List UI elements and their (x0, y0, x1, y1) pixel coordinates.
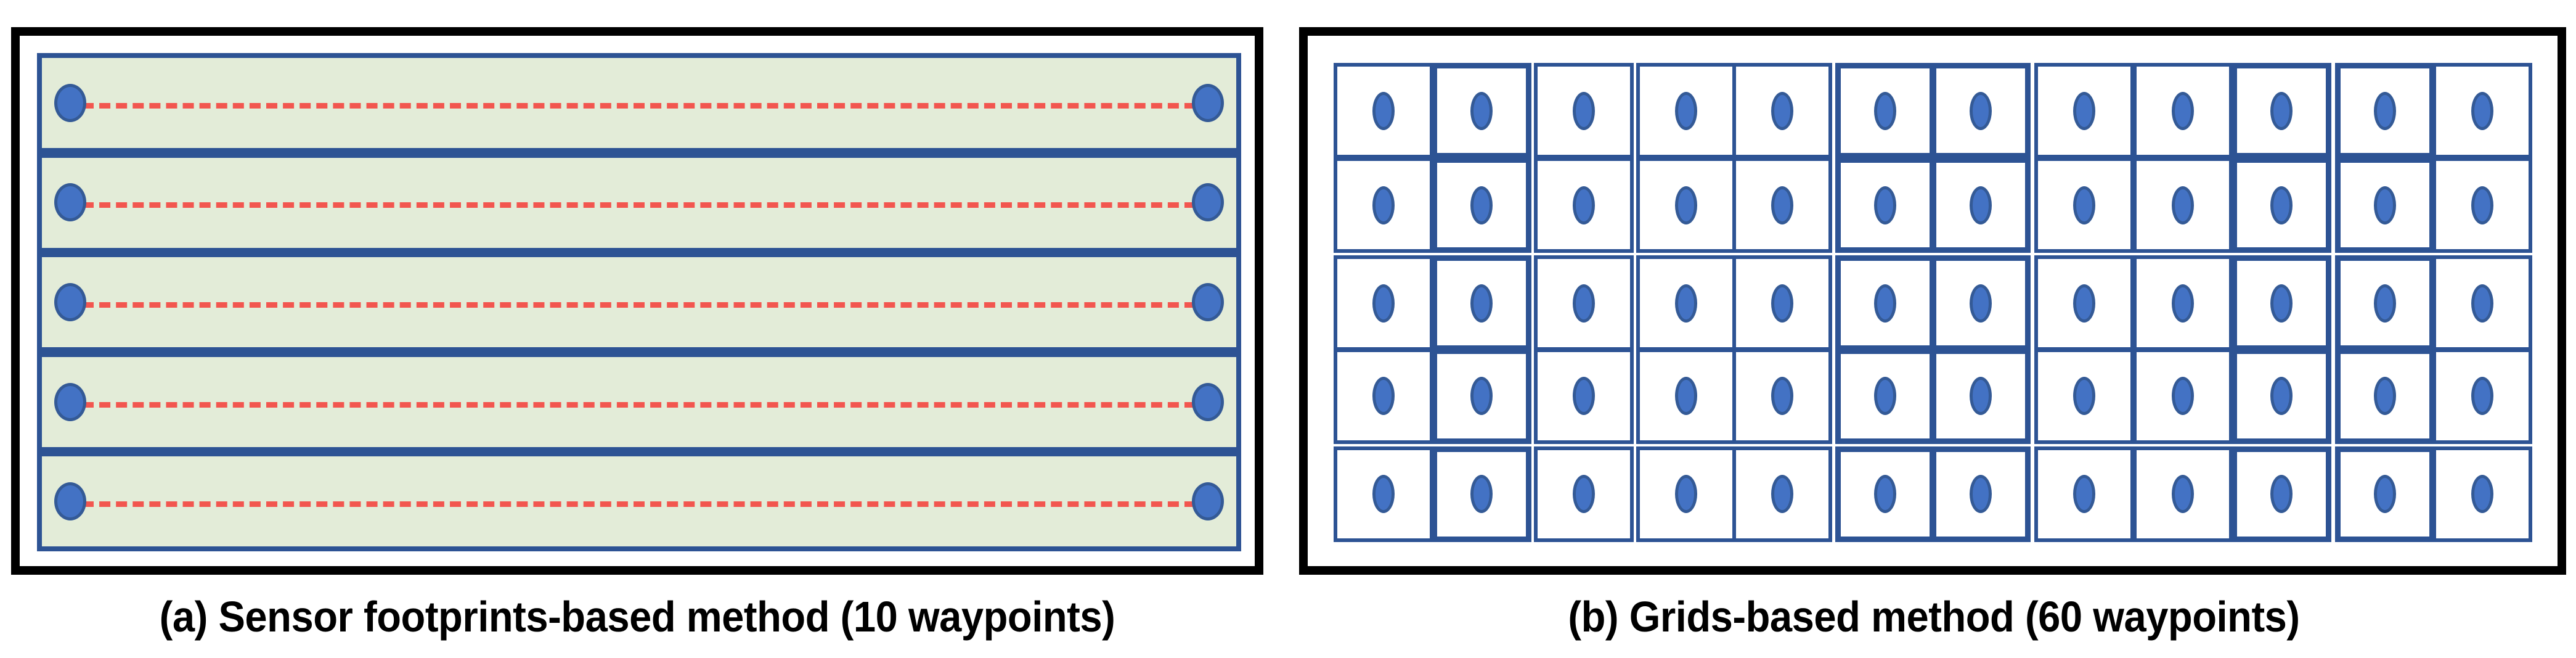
waypoint-marker (2471, 186, 2493, 224)
waypoint-marker (1874, 377, 1896, 415)
waypoint-marker (1372, 475, 1395, 513)
waypoint-marker (1675, 475, 1697, 513)
panel-a-frame (11, 27, 1263, 575)
grid-cell (2335, 348, 2435, 444)
waypoint-marker (2073, 92, 2095, 130)
waypoint-marker (1372, 284, 1395, 323)
waypoint-marker (2270, 92, 2293, 130)
waypoint-marker (1675, 92, 1697, 130)
panel-a-canvas (20, 36, 1255, 566)
panel-b-caption: (b) Grids-based method (60 waypoints) (1568, 593, 2300, 641)
waypoint-marker (54, 183, 86, 221)
waypoint-marker (2073, 284, 2095, 323)
waypoint-marker (1874, 284, 1896, 323)
waypoint-marker (1970, 92, 1992, 130)
waypoint-marker (1970, 475, 1992, 513)
panel-b-frame (1299, 27, 2566, 575)
waypoint-marker (1372, 186, 1395, 224)
waypoint-marker (1771, 284, 1793, 323)
grid-cell (2232, 157, 2331, 253)
waypoint-marker (2172, 475, 2194, 513)
waypoint-marker (1573, 92, 1595, 130)
waypoint-marker (1573, 284, 1595, 323)
waypoint-marker (2073, 475, 2095, 513)
waypoint-marker (1874, 92, 1896, 130)
flight-path-dashed (83, 402, 1196, 408)
waypoint-marker (2471, 284, 2493, 323)
waypoint-marker (1573, 377, 1595, 415)
panel-a-caption: (a) Sensor footprints-based method (10 w… (159, 593, 1115, 641)
waypoint-marker (2471, 475, 2493, 513)
waypoint-marker (1970, 284, 1992, 323)
waypoint-marker (1192, 84, 1224, 122)
waypoint-marker (2374, 92, 2396, 130)
waypoint-marker (1192, 283, 1224, 321)
waypoint-marker (1470, 92, 1493, 130)
waypoint-marker (2374, 377, 2396, 415)
waypoint-marker (2172, 377, 2194, 415)
waypoint-marker (1470, 475, 1493, 513)
waypoint-marker (54, 383, 86, 421)
waypoint-marker (2471, 92, 2493, 130)
waypoint-marker (1192, 482, 1224, 520)
waypoint-marker (2270, 377, 2293, 415)
waypoint-marker (1771, 377, 1793, 415)
waypoint-marker (54, 84, 86, 122)
waypoint-marker (2172, 92, 2194, 130)
grid-cell (2335, 157, 2435, 253)
waypoint-marker (1192, 183, 1224, 221)
waypoint-marker (1573, 186, 1595, 224)
waypoint-marker (1675, 186, 1697, 224)
waypoint-marker (1771, 475, 1793, 513)
waypoint-marker (1470, 284, 1493, 323)
flight-path-dashed (83, 302, 1196, 308)
grid-cell (2133, 348, 2233, 444)
waypoint-marker (2270, 186, 2293, 224)
waypoint-marker (1970, 377, 1992, 415)
waypoint-marker (2073, 186, 2095, 224)
waypoint-marker (2374, 186, 2396, 224)
grid-cell (2034, 63, 2134, 158)
waypoint-marker (2172, 284, 2194, 323)
waypoint-marker (2073, 377, 2095, 415)
waypoint-marker (2270, 475, 2293, 513)
waypoint-marker (2270, 284, 2293, 323)
grid-cell (2133, 63, 2233, 158)
waypoint-marker (1874, 475, 1896, 513)
flight-path-dashed (83, 202, 1196, 208)
waypoint-marker (1874, 186, 1896, 224)
waypoint-marker (1372, 377, 1395, 415)
waypoint-marker (54, 283, 86, 321)
waypoint-marker (2172, 186, 2194, 224)
grid-cell (2034, 348, 2134, 444)
waypoint-marker (1573, 475, 1595, 513)
waypoint-marker (1771, 92, 1793, 130)
waypoint-marker (1675, 284, 1697, 323)
waypoint-marker (1470, 377, 1493, 415)
flight-path-dashed (83, 501, 1196, 507)
waypoint-marker (2374, 284, 2396, 323)
waypoint-marker (1192, 383, 1224, 421)
panel-b-canvas (1308, 36, 2558, 566)
waypoint-marker (54, 482, 86, 520)
grid-cell (2432, 63, 2532, 158)
waypoint-marker (1372, 92, 1395, 130)
waypoint-marker (2471, 377, 2493, 415)
grid-cell (2432, 157, 2532, 253)
waypoint-marker (1470, 186, 1493, 224)
flight-path-dashed (83, 103, 1196, 109)
waypoint-marker (1675, 377, 1697, 415)
waypoint-marker (1771, 186, 1793, 224)
waypoint-marker (1970, 186, 1992, 224)
waypoint-marker (2374, 475, 2396, 513)
